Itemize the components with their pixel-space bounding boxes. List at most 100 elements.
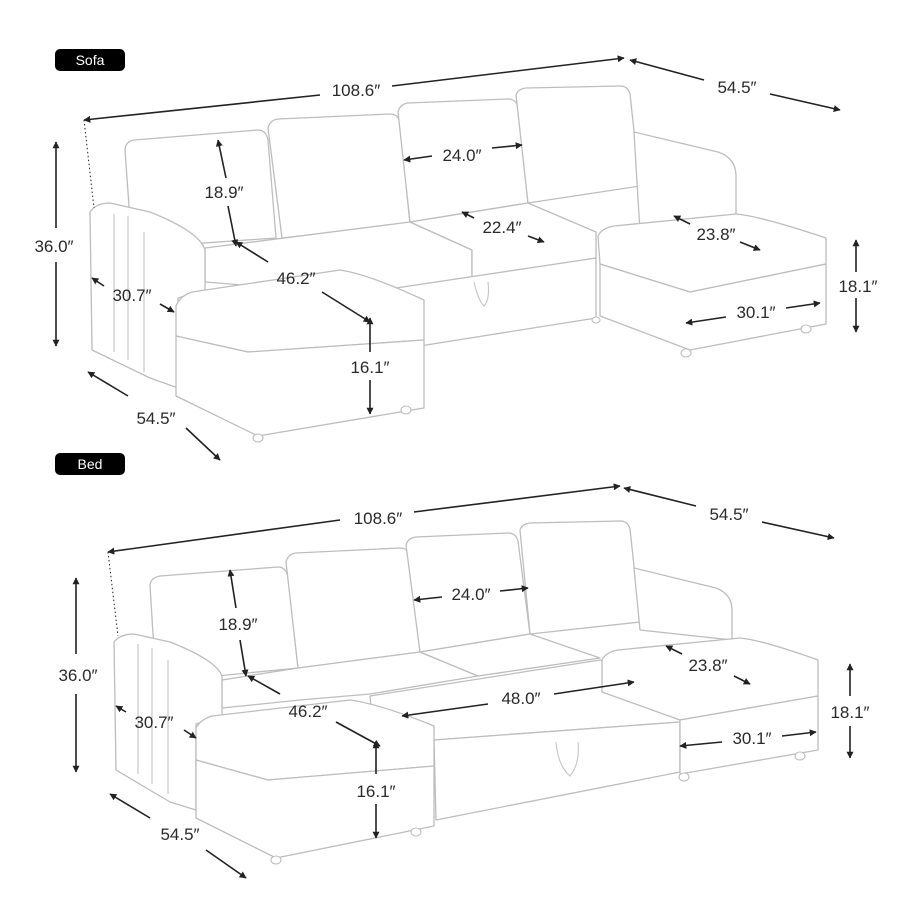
bed-cushion-width-arrow (413, 595, 443, 603)
bed-width-arrow (107, 519, 341, 555)
bed-depth-left-label: 54.5″ (160, 825, 199, 844)
bed-cushion-width-label: 24.0″ (451, 585, 490, 604)
sofa-width-label: 108.6″ (332, 81, 381, 100)
sofa-foot (800, 324, 812, 334)
bed-cushion-width-arrow (499, 585, 529, 593)
sofa-depth-arrow (629, 58, 705, 81)
sofa-width-arrow (83, 94, 321, 123)
bed-seat-height-left-label: 16.1″ (356, 782, 395, 801)
bed-pullout-front (433, 721, 681, 821)
bed-left-depth-arrow (205, 849, 247, 879)
bed-foot (270, 855, 282, 865)
sofa-back-cushion-2 (267, 113, 411, 239)
sofa-left-depth-arrow (185, 427, 221, 461)
bed-arm-seams (137, 644, 169, 794)
bed-left-depth-arrow (109, 793, 151, 819)
bed-left-chaise-top (195, 699, 435, 781)
sofa-depth-right-label: 54.5″ (717, 78, 756, 97)
sofa-back-height-label: 18.9″ (204, 183, 243, 202)
sofa-cushion-width-arrow (403, 155, 433, 163)
sofa-seat-depth-arrow (527, 235, 545, 244)
bed-right-arm (633, 567, 733, 641)
sofa-arm-seams (113, 214, 145, 372)
bed-back-cushion-2 (285, 547, 421, 669)
sofa-arm-depth-label: 30.7″ (112, 286, 151, 305)
sofa-dimension-labels: 108.6″ 54.5″ 36.0″ 18.9″ 24.0″ 22.4″ 23.… (34, 78, 877, 428)
sofa-back-height-arrow (215, 139, 227, 179)
bed-section: Bed (55, 453, 870, 879)
sofa-seat-height-right-label: 18.1″ (838, 277, 877, 296)
sofa-depth-left-label: 54.5″ (136, 409, 175, 428)
bed-right-chaise-top (601, 637, 819, 721)
sofa-back-cushion-4 (515, 85, 641, 204)
sofa-right-chaise-base (599, 263, 827, 351)
sofa-cushion-width-label: 24.0″ (442, 146, 481, 165)
bed-width-48-arrow (553, 679, 635, 695)
bed-back-height-arrow (227, 569, 237, 609)
sofa-chaise-depth-label: 30.1″ (736, 303, 775, 322)
sofa-arm-depth-arrow (159, 303, 175, 313)
sofa-foot (400, 405, 412, 415)
sofa-foot (591, 316, 601, 324)
bed-back-cushion-4 (519, 520, 641, 635)
sofa-depth-arrow (769, 93, 841, 113)
sofa-width-arrow (391, 55, 625, 87)
bed-height-label: 36.0″ (58, 666, 97, 685)
sofa-back-height-arrow (227, 205, 239, 247)
sofa-chaise-length-label: 46.2″ (276, 269, 315, 288)
bed-back-cushion-3 (405, 532, 531, 653)
sofa-seat-depth-arrow (461, 211, 475, 219)
bed-depth-arrow (761, 521, 835, 541)
sofa-dimension-lines (52, 55, 860, 461)
bed-arm-depth-arrow (115, 705, 127, 713)
sofa-chaise-length-arrow (321, 291, 371, 323)
bed-width-arrow (413, 483, 621, 513)
sofa-foot (680, 348, 692, 358)
sofa-chaise-depth-arrow (785, 300, 821, 309)
bed-arm-depth-label: 30.7″ (134, 713, 173, 732)
bed-chaise-width-arrow (665, 645, 683, 655)
bed-dimension-labels: 108.6″ 54.5″ 36.0″ 18.9″ 24.0″ 48.0″ 23.… (58, 505, 869, 844)
sofa-pullout-handle (473, 281, 490, 307)
bed-drawing (113, 520, 819, 865)
bed-pullout-handle (555, 741, 579, 777)
bed-tag (55, 453, 125, 475)
sofa-chaise-width-arrow (739, 241, 761, 251)
sofa-left-chaise-base (175, 335, 425, 437)
bed-foot (678, 772, 690, 782)
bed-chaise-depth-arrow (781, 729, 817, 737)
bed-tag-label: Bed (78, 456, 103, 472)
bed-seat-cushion-2 (419, 633, 601, 677)
sofa-chaise-length-arrow (235, 241, 269, 263)
bed-seat-height-right-label: 18.1″ (830, 703, 869, 722)
sofa-left-depth-arrow (87, 371, 129, 397)
sofa-seat-height-left-label: 16.1″ (350, 358, 389, 377)
bed-width-48-arrow (401, 703, 489, 719)
bed-seat-cushion-1 (221, 651, 479, 709)
bed-foot (794, 751, 806, 761)
bed-chaise-width-arrow (733, 675, 751, 685)
sofa-chaise-width-arrow (673, 215, 691, 225)
bed-extension-line (107, 551, 119, 637)
sofa-section: Sofa (34, 49, 878, 461)
sofa-arm-depth-arrow (91, 277, 105, 287)
bed-width-48-label: 48.0″ (501, 689, 540, 708)
bed-depth-right-label: 54.5″ (709, 505, 748, 524)
bed-depth-arrow (623, 486, 697, 507)
sofa-height-label: 36.0″ (34, 237, 73, 256)
sofa-seat-depth-label: 22.4″ (482, 218, 521, 237)
sofa-right-chaise-top (597, 213, 827, 293)
bed-chaise-length-label: 46.2″ (288, 702, 327, 721)
sofa-tag (55, 49, 125, 71)
bed-chaise-depth-label: 30.1″ (732, 729, 771, 748)
sofa-chaise-depth-arrow (685, 316, 727, 326)
bed-back-height-arrow (239, 639, 249, 677)
bed-arm-depth-arrow (183, 729, 197, 739)
sofa-chaise-width-label: 23.8″ (696, 225, 735, 244)
bed-foot (410, 827, 422, 837)
bed-back-height-label: 18.9″ (218, 615, 257, 634)
bed-chaise-depth-arrow (679, 741, 723, 749)
sofa-drawing (89, 85, 827, 443)
